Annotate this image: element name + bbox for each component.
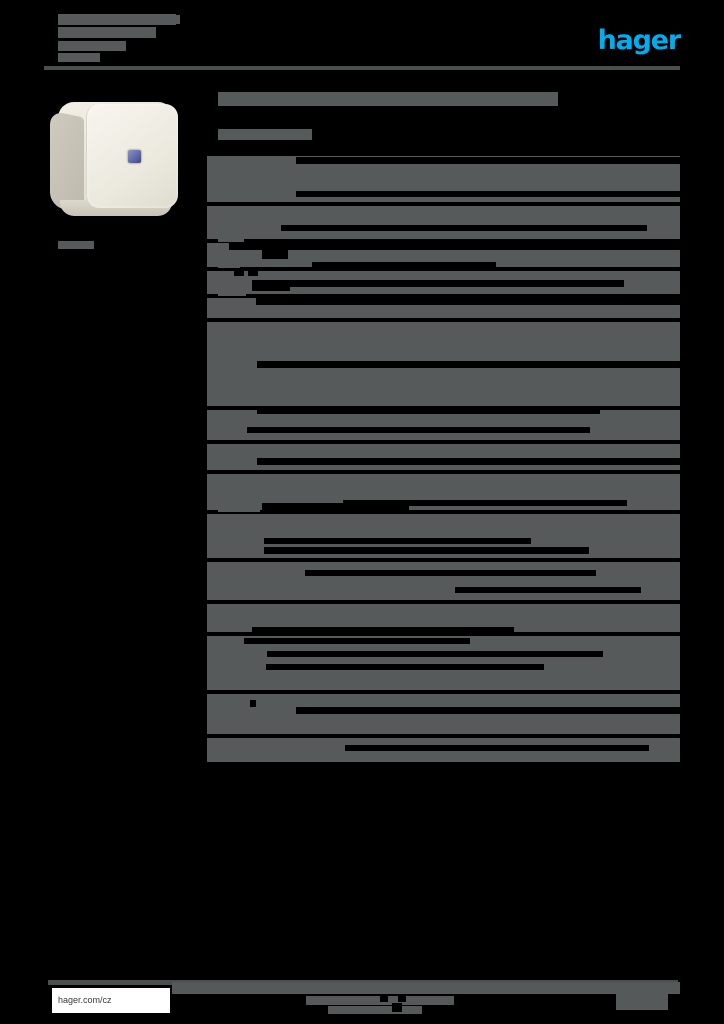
- column-separator-gap: [252, 282, 290, 291]
- spec-row-value: [229, 243, 680, 250]
- spec-row-value: [312, 262, 496, 268]
- spec-row-value: [264, 547, 589, 554]
- spec-row-value: [266, 664, 544, 670]
- spec-row-value: [296, 707, 680, 714]
- spec-row-label: [218, 208, 248, 218]
- spec-row-label: [218, 158, 262, 168]
- header-divider: [44, 66, 680, 70]
- spec-row-label: [218, 476, 254, 486]
- spec-row-value: [296, 191, 680, 197]
- spec-row-value: [455, 587, 641, 593]
- spec-row-band: [207, 410, 680, 440]
- spec-row-label: [218, 490, 248, 500]
- spec-row-label: [218, 530, 258, 540]
- spec-row-value: [345, 745, 649, 751]
- spec-row-value: [257, 361, 680, 368]
- column-separator-gap: [262, 250, 288, 259]
- spec-row-label: [218, 258, 240, 268]
- header-title-line-3: [58, 41, 126, 51]
- product-image: [44, 88, 192, 234]
- spec-row-label: [218, 722, 252, 732]
- spec-row-value: [264, 538, 531, 544]
- spec-row-value: [247, 427, 590, 433]
- spec-row-label: [218, 324, 248, 334]
- spec-row-label: [218, 678, 240, 688]
- spec-row-label: [218, 446, 262, 456]
- header-title-line-2: [58, 27, 156, 38]
- spec-row-label: [218, 352, 244, 362]
- spec-row-label: [218, 273, 252, 283]
- spec-row-label: [218, 606, 256, 616]
- spec-row-label: [218, 412, 252, 422]
- spec-row-value: [262, 503, 409, 510]
- spec-row-band: [207, 444, 680, 470]
- spec-row-band: [207, 562, 680, 600]
- spec-row-value: [267, 651, 603, 657]
- header-title-line-4: [58, 53, 100, 62]
- spec-row-band: [207, 636, 680, 690]
- spec-row-label: [218, 740, 248, 750]
- page-header: hager: [0, 0, 724, 80]
- spec-row-label: [218, 502, 260, 512]
- footer-cut-c: [392, 1003, 402, 1012]
- spec-row-label: [218, 696, 258, 706]
- spec-row-value: [296, 157, 724, 164]
- spec-row-value: [256, 298, 680, 305]
- spec-row-label: [218, 232, 244, 242]
- hager-logo: hager: [597, 25, 682, 56]
- spec-row-value: [234, 268, 244, 276]
- spec-row-band: [207, 206, 680, 239]
- spec-row-value: [257, 408, 600, 414]
- sub-section-title: [218, 129, 312, 140]
- spec-row-label: [218, 426, 246, 436]
- section-title: [218, 92, 558, 106]
- product-caption: [58, 241, 94, 249]
- footer-band: [172, 982, 680, 994]
- spec-row-value: [252, 280, 624, 287]
- spec-row-label: [218, 182, 254, 192]
- spec-row-label: [218, 666, 254, 676]
- spec-row-label: [218, 366, 256, 376]
- spec-row-label: [218, 300, 264, 310]
- spec-row-label: [218, 620, 244, 630]
- spec-row-label: [218, 544, 252, 554]
- spec-row-label: [218, 170, 258, 180]
- footer-url-box: [52, 988, 170, 1013]
- spec-row-label: [218, 578, 264, 588]
- spec-row-label: [218, 564, 248, 574]
- spec-row-label: [218, 460, 242, 470]
- header-title-line-1: [58, 14, 176, 25]
- footer-center-text-2: [328, 1006, 422, 1014]
- spec-row-value: [250, 700, 256, 707]
- spec-row-value: [257, 458, 680, 465]
- spec-row-label: [218, 286, 246, 296]
- header-title-line-1-suffix: [150, 15, 180, 24]
- spec-row-value: [281, 225, 647, 231]
- spec-row-label: [218, 710, 246, 720]
- footer-cut-a: [380, 994, 388, 1002]
- footer-page-number: [616, 988, 668, 1010]
- spec-row-band: [207, 694, 680, 734]
- spec-row-label: [218, 652, 248, 662]
- spec-row-label: [218, 338, 260, 348]
- spec-row-value: [343, 500, 627, 506]
- switch-side: [50, 110, 84, 214]
- spec-row-label: [218, 638, 262, 648]
- spec-row-label: [218, 516, 244, 526]
- spec-row-value: [305, 570, 596, 576]
- footer-cut-b: [398, 994, 406, 1002]
- spec-row-value: [248, 268, 258, 276]
- spec-row-label: [218, 245, 258, 255]
- spec-row-value: [244, 638, 470, 644]
- footer-url[interactable]: hager.com/cz: [58, 995, 112, 1005]
- spec-row-label: [218, 220, 264, 230]
- spec-row-value: [252, 627, 514, 633]
- switch-indicator-lens: [128, 150, 141, 163]
